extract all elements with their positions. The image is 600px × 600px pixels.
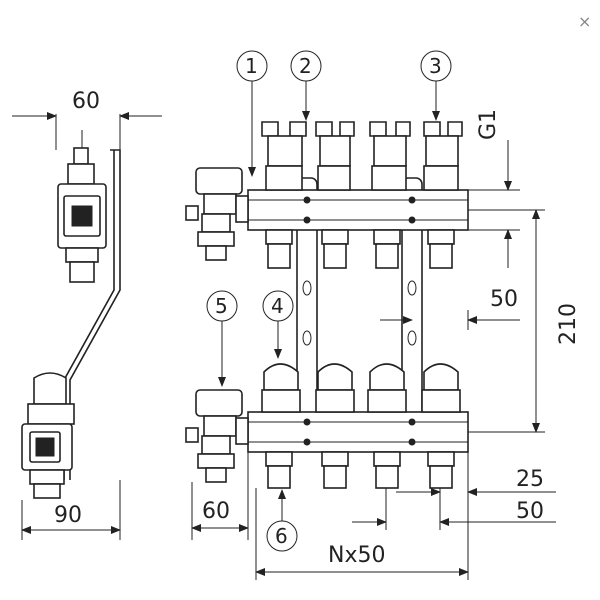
callout-5: 5 (206, 290, 238, 387)
svg-text:6: 6 (275, 524, 288, 548)
callout-3: 3 (420, 50, 452, 121)
callout-6: 6 (266, 489, 298, 552)
svg-text:G1: G1 (476, 109, 501, 140)
svg-text:50: 50 (490, 287, 518, 312)
svg-text:1: 1 (245, 54, 258, 78)
dim-side-width: 60 (72, 89, 100, 114)
dim-outlet-25: 25 (396, 467, 556, 500)
close-icon[interactable]: × (578, 12, 592, 31)
dim-offset-top: 50 (380, 287, 520, 330)
svg-text:25: 25 (516, 467, 544, 492)
svg-text:4: 4 (271, 294, 284, 318)
dim-height: 210 (468, 209, 581, 433)
dim-spacing: Nx50 (255, 452, 469, 580)
svg-text:210: 210 (556, 303, 581, 345)
svg-text:2: 2 (299, 54, 312, 78)
side-view: 60 90 (12, 89, 162, 540)
svg-text:60: 60 (202, 499, 230, 524)
svg-text:3: 3 (429, 54, 442, 78)
dim-side-depth: 90 (54, 503, 82, 528)
callout-2: 2 (290, 50, 322, 121)
svg-text:Nx50: Nx50 (328, 543, 385, 568)
callout-4: 4 (262, 290, 294, 359)
front-view: 1 2 3 4 5 6 (185, 50, 581, 580)
svg-text:5: 5 (215, 294, 228, 318)
dim-offset-left: 60 (191, 452, 249, 540)
callout-1: 1 (236, 50, 268, 177)
svg-text:50: 50 (516, 499, 544, 524)
dim-g1: G1 (468, 109, 520, 268)
dim-outlet-50: 50 (352, 488, 556, 530)
